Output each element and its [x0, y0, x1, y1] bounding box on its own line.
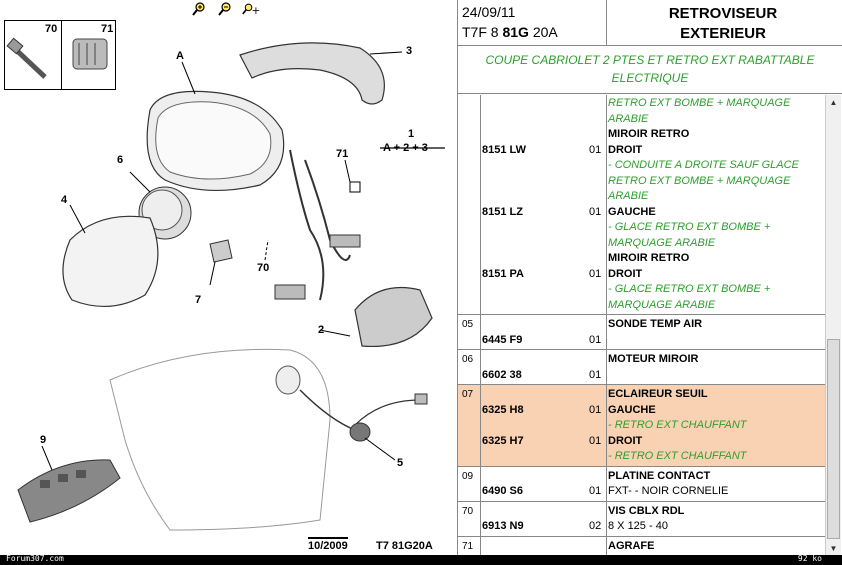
zoom-pan-icon[interactable]: [242, 2, 260, 16]
group-number: 70: [462, 505, 474, 517]
table-row[interactable]: 05 SONDE TEMP AIR 6445 F9 01: [458, 315, 825, 350]
part-quantity: 01: [589, 485, 602, 497]
part-note: - RETRO EXT CHAUFFANT: [608, 419, 747, 431]
part-note: RETRO EXT BOMBE + MARQUAGE: [608, 97, 791, 109]
part-reference[interactable]: 6445 F9: [482, 333, 523, 346]
part-note: ARABIE: [608, 190, 649, 202]
part-reference[interactable]: 8151 LZ: [482, 205, 523, 218]
zoom-in-icon[interactable]: [190, 2, 208, 16]
status-size: 92 ko: [797, 554, 822, 563]
part-description: SONDE TEMP AIR: [608, 318, 703, 330]
scroll-up-icon[interactable]: ▲: [829, 97, 838, 107]
mirror-illustration: [17, 42, 445, 531]
zoom-toolbar: [190, 2, 260, 16]
part-description: PLATINE CONTACT: [608, 469, 711, 482]
part-description: FXT- - NOIR CORNELIE: [608, 485, 729, 497]
callout-2: 2: [318, 324, 325, 336]
part-note: ARABIE: [608, 112, 649, 125]
part-note: MARQUAGE ARABIE: [608, 236, 716, 249]
callout-a: A: [176, 50, 184, 62]
header-date: 24/09/11: [462, 4, 516, 20]
part-description: GAUCHE: [608, 205, 656, 218]
part-note: - RETRO EXT CHAUFFANT: [608, 450, 747, 462]
scroll-thumb[interactable]: [827, 339, 840, 539]
part-note: RETRO EXT BOMBE + MARQUAGE: [608, 174, 791, 187]
group-number: 07: [462, 389, 474, 400]
callout-9: 9: [40, 434, 47, 446]
part-quantity: 01: [589, 368, 602, 381]
part-reference[interactable]: 8151 LW: [482, 143, 527, 156]
callout-70: 70: [257, 262, 270, 274]
header-code: T7F 8 81G 20A: [462, 24, 558, 40]
zoom-out-icon[interactable]: [216, 2, 234, 16]
part-reference[interactable]: 6325 H8: [482, 403, 524, 416]
callout-6: 6: [117, 154, 124, 166]
part-note: MARQUAGE ARABIE: [608, 298, 716, 311]
label-70: 70: [45, 23, 58, 35]
part-description: 8 X 125 - 40: [608, 520, 668, 532]
part-description: MOTEUR MIROIR: [608, 353, 699, 365]
table-row[interactable]: 07 ECLAIREUR SEUIL 6325 H8 01 GAUCHE - RETRO …: [458, 385, 825, 467]
part-reference[interactable]: 6602 38: [482, 368, 522, 381]
parts-list: RETRO EXT BOMBE + MARQUAGE ARABIE MIROIR R…: [458, 95, 825, 555]
diagram-date: 10/2009: [308, 537, 348, 552]
small-parts-box: 70 71: [4, 20, 116, 90]
callout-formula: A + 2 + 3: [383, 142, 428, 154]
part-quantity: 01: [589, 267, 602, 280]
part-reference[interactable]: 6913 N9: [482, 520, 524, 532]
part-description: MIROIR RETRO: [608, 252, 690, 264]
group-number: 06: [462, 354, 474, 365]
part-quantity: 01: [589, 434, 602, 447]
scroll-down-icon[interactable]: ▼: [829, 543, 838, 553]
part-quantity: 01: [589, 403, 602, 416]
table-row[interactable]: 06 MOTEUR MIROIR 6602 38 01: [458, 350, 825, 385]
part-note: - CONDUITE A DROITE SAUF GLACE: [608, 159, 799, 171]
part-reference[interactable]: 6490 S6: [482, 485, 523, 497]
panel-header: 24/09/11 T7F 8 81G 20A RETROVISEUR EXTER…: [458, 0, 842, 46]
screw-and-clip-icon: [6, 37, 108, 79]
part-quantity: 01: [589, 205, 602, 218]
group-number: 05: [462, 319, 474, 330]
header-title: RETROVISEUR EXTERIEUR: [668, 5, 778, 42]
status-site: Forum307.com: [6, 554, 64, 563]
part-reference[interactable]: 6325 H7: [482, 434, 524, 447]
part-description: VIS CBLX RDL: [608, 504, 685, 517]
vehicle-variant: COUPE CABRIOLET 2 PTES ET RETRO EXT RABA…: [458, 46, 842, 94]
table-row[interactable]: 70 VIS CBLX RDL 6913 N9 02 8 X 125 - 40: [458, 501, 825, 537]
part-description: DROIT: [608, 143, 643, 156]
callout-1: 1: [408, 128, 415, 140]
callout-4: 4: [61, 194, 68, 206]
part-description: AGRAFE: [608, 539, 655, 552]
label-71: 71: [101, 23, 114, 35]
table-row[interactable]: 09 PLATINE CONTACT 6490 S6 01 FXT- - NOIR CO…: [458, 466, 825, 502]
part-description: GAUCHE: [608, 403, 656, 416]
table-row[interactable]: RETRO EXT BOMBE + MARQUAGE ARABIE MIROIR R…: [458, 95, 825, 315]
part-quantity: 01: [589, 143, 602, 156]
callout-3: 3: [406, 45, 413, 57]
part-description: DROIT: [608, 434, 643, 447]
group-number: 71: [462, 540, 474, 552]
part-note: - GLACE RETRO EXT BOMBE +: [608, 221, 771, 233]
group-number: 09: [462, 470, 474, 482]
header-info: 24/09/11 T7F 8 81G 20A: [458, 0, 607, 45]
status-bar: Forum307.com 92 ko: [0, 554, 842, 565]
part-description: ECLAIREUR SEUIL: [608, 388, 708, 400]
exploded-diagram: 70 71: [4, 0, 458, 555]
part-note: - GLACE RETRO EXT BOMBE +: [608, 283, 771, 295]
table-row[interactable]: 71AGRAFE6991 T8022T 8: [458, 536, 825, 555]
callout-5: 5: [397, 457, 404, 469]
part-quantity: 01: [589, 333, 602, 346]
callout-7: 7: [195, 294, 202, 306]
part-reference[interactable]: 8151 PA: [482, 267, 524, 280]
part-quantity: 02: [589, 520, 602, 532]
part-description: MIROIR RETRO: [608, 128, 690, 140]
callout-71: 71: [336, 148, 349, 160]
diagram-reference: T7 81G20A: [376, 540, 433, 552]
part-description: DROIT: [608, 267, 643, 280]
parts-scrollbar[interactable]: ▲ ▼: [825, 95, 841, 555]
parts-panel: 24/09/11 T7F 8 81G 20A RETROVISEUR EXTER…: [458, 0, 842, 555]
